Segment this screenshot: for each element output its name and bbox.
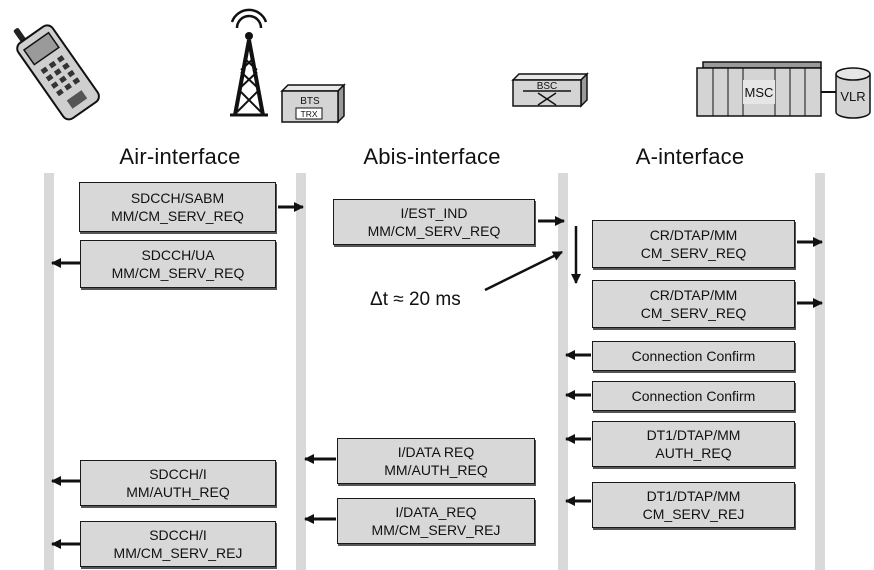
trx-label: TRX xyxy=(301,109,318,119)
message-line: MM/CM_SERV_REJ xyxy=(113,545,243,561)
message-dt1-auth-req: DT1/DTAP/MM AUTH_REQ xyxy=(592,421,795,467)
message-line: I/DATA REQ xyxy=(397,444,475,460)
abis-interface-title: Abis-interface xyxy=(363,144,501,169)
message-sdcch-i-auth: SDCCH/I MM/AUTH_REQ xyxy=(80,460,276,506)
message-line: DT1/DTAP/MM xyxy=(646,427,741,443)
message-line: CM_SERV_REJ xyxy=(642,506,745,522)
message-i-est-ind: I/EST_IND MM/CM_SERV_REQ xyxy=(333,199,535,245)
message-line: SDCCH/I xyxy=(149,527,207,543)
bsc-icon: BSC xyxy=(511,72,589,108)
message-line: MM/AUTH_REQ xyxy=(384,462,488,478)
air-lifeline-left xyxy=(44,173,54,570)
a-interface-title: A-interface xyxy=(635,144,745,169)
mobile-phone-icon xyxy=(13,24,100,121)
message-line: I/DATA_REQ xyxy=(395,504,477,520)
message-line: DT1/DTAP/MM xyxy=(646,488,741,504)
message-line: CR/DTAP/MM xyxy=(649,227,738,243)
message-i-data-req-auth: I/DATA REQ MM/AUTH_REQ xyxy=(337,438,535,484)
msc-label: MSC xyxy=(745,85,774,100)
bts-tower-icon: BTS TRX xyxy=(230,8,346,124)
message-sdcch-i-rej: SDCCH/I MM/CM_SERV_REJ xyxy=(80,521,276,567)
message-line: I/EST_IND xyxy=(400,205,468,221)
message-connection-confirm-1: Connection Confirm xyxy=(592,341,795,371)
message-line: Connection Confirm xyxy=(631,348,756,364)
message-line: MM/CM_SERV_REQ xyxy=(367,223,501,239)
message-line: AUTH_REQ xyxy=(655,445,732,461)
message-line: SDCCH/I xyxy=(149,466,207,482)
a-lifeline-right xyxy=(815,173,825,570)
message-arrows xyxy=(51,202,823,549)
message-line: SDCCH/UA xyxy=(141,247,215,263)
vlr-label: VLR xyxy=(840,89,865,104)
air-interface-title: Air-interface xyxy=(119,144,241,169)
message-dt1-cm-serv-rej: DT1/DTAP/MM CM_SERV_REJ xyxy=(592,482,795,528)
message-connection-confirm-2: Connection Confirm xyxy=(592,381,795,411)
message-cr-dtap-1: CR/DTAP/MM CM_SERV_REQ xyxy=(592,220,795,268)
message-line: SDCCH/SABM xyxy=(130,190,225,206)
message-line: MM/CM_SERV_REJ xyxy=(371,522,501,538)
abis-lifeline-right xyxy=(558,173,568,570)
message-line: CR/DTAP/MM xyxy=(649,287,738,303)
message-sdcch-ua: SDCCH/UA MM/CM_SERV_REQ xyxy=(80,240,276,288)
message-line: MM/CM_SERV_REQ xyxy=(111,208,244,224)
message-line: CM_SERV_REQ xyxy=(640,305,747,321)
message-line: MM/AUTH_REQ xyxy=(126,484,230,500)
vlr-database-icon: VLR xyxy=(835,67,871,119)
message-line: CM_SERV_REQ xyxy=(640,245,747,261)
message-cr-dtap-2: CR/DTAP/MM CM_SERV_REQ xyxy=(592,280,795,328)
message-line: MM/CM_SERV_REQ xyxy=(111,265,245,281)
air-lifeline-right xyxy=(296,173,306,570)
msc-icon: MSC xyxy=(696,61,836,117)
message-line: Connection Confirm xyxy=(631,388,756,404)
message-i-data-req-rej: I/DATA_REQ MM/CM_SERV_REJ xyxy=(337,498,535,544)
bts-label: BTS xyxy=(300,96,320,107)
message-sdcch-sabm: SDCCH/SABM MM/CM_SERV_REQ xyxy=(79,182,276,232)
delay-annotation: Δt ≈ 20 ms xyxy=(370,289,461,310)
delay-pointer-arrow xyxy=(484,250,563,292)
bsc-label: BSC xyxy=(537,81,558,92)
